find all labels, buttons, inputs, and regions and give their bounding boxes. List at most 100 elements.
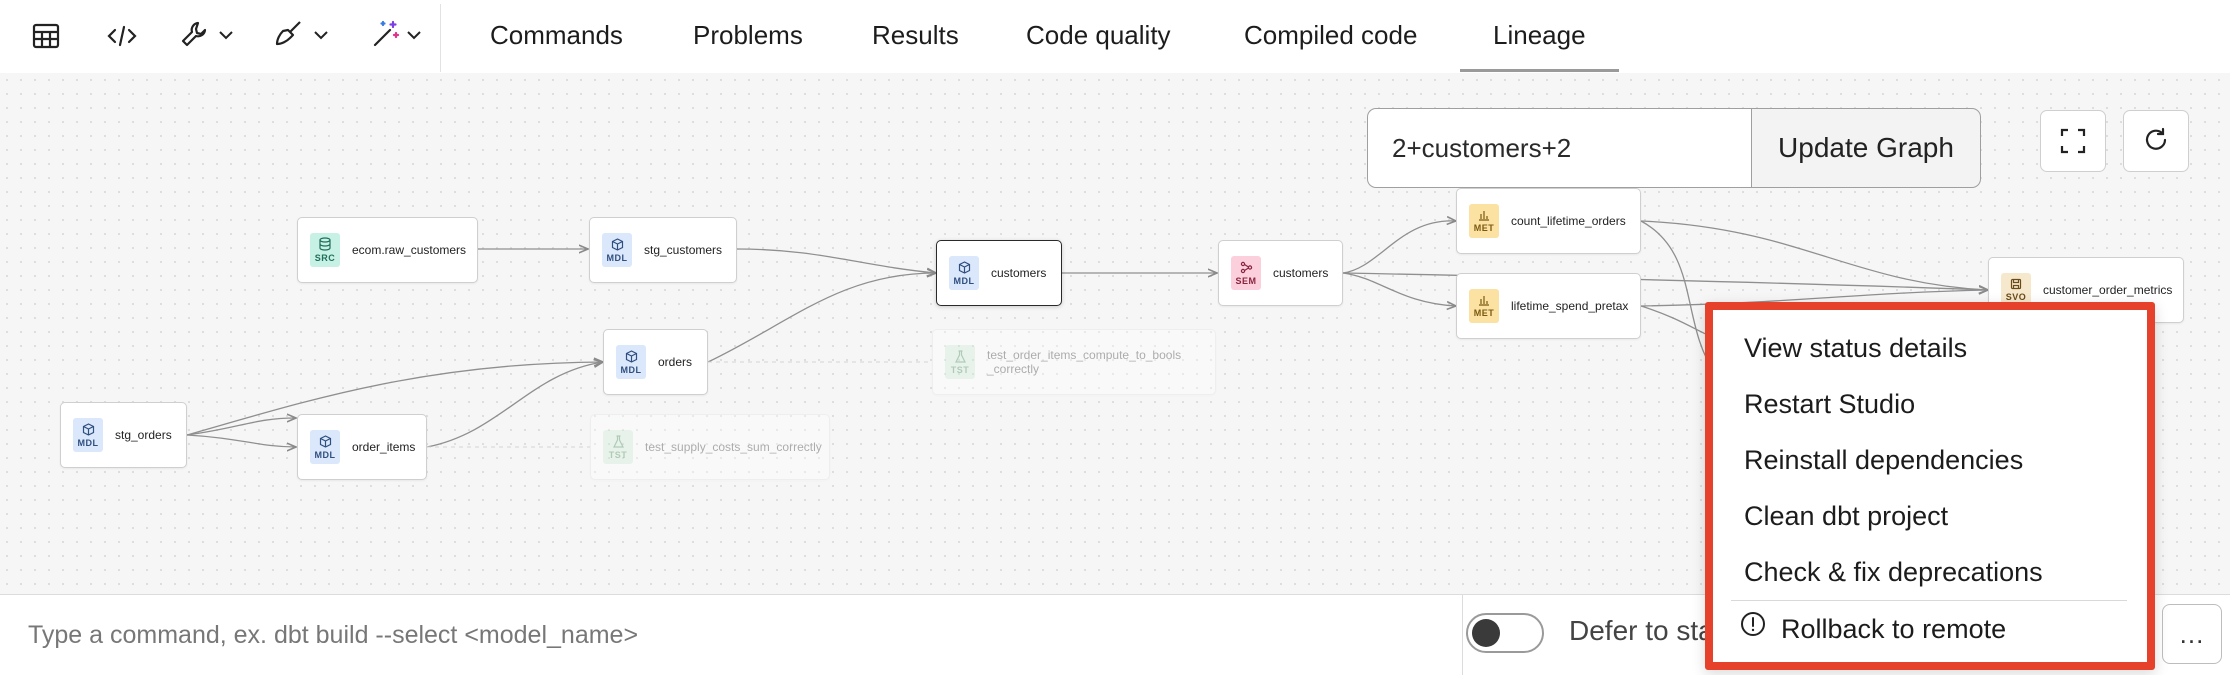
magic-wand-icon: [371, 19, 401, 54]
lineage-node-test[interactable]: TST test_supply_costs_sum_correctly: [590, 414, 830, 480]
node-label: customer_order_metrics: [2043, 283, 2173, 297]
lineage-node[interactable]: MDL orders: [603, 329, 708, 395]
node-label: lifetime_spend_pretax: [1511, 299, 1629, 313]
command-bar-divider: [1462, 595, 1463, 675]
refresh-button[interactable]: [2123, 110, 2189, 172]
flask-icon: [612, 434, 624, 448]
model-badge: MDL: [310, 430, 340, 464]
lineage-node[interactable]: MDL stg_customers: [589, 217, 737, 283]
node-label: test_order_items_compute_to_bools _corre…: [987, 348, 1182, 376]
lineage-node[interactable]: MDL stg_orders: [60, 402, 187, 468]
edge: [736, 248, 936, 273]
code-icon[interactable]: [104, 18, 140, 54]
save-icon: [2010, 278, 2022, 290]
more-options-button[interactable]: ...: [2162, 604, 2222, 664]
edge: [186, 418, 296, 436]
menu-item-reinstall-dependencies[interactable]: Reinstall dependencies: [1744, 445, 2024, 475]
edge: [1640, 220, 1716, 374]
node-label: customers: [1273, 266, 1329, 280]
model-badge: MDL: [616, 345, 646, 379]
metric-badge: MET: [1469, 204, 1499, 238]
edge: [1640, 290, 1988, 307]
menu-divider: [1731, 600, 2127, 601]
magic-wand-dropdown-button[interactable]: [363, 18, 429, 54]
more-icon: ...: [2179, 618, 2205, 649]
lineage-node-selected[interactable]: MDL customers: [936, 240, 1062, 306]
wrench-dropdown-button[interactable]: [173, 18, 239, 54]
edge: [1342, 272, 1988, 290]
chevron-down-icon: [314, 27, 328, 45]
cube-icon: [625, 349, 637, 363]
studio-options-menu: View status details Restart Studio Reins…: [1705, 302, 2155, 670]
lineage-node[interactable]: SEM customers: [1218, 240, 1343, 306]
chevron-down-icon: [219, 27, 233, 45]
alert-circle-icon: [1739, 601, 1767, 657]
tab-problems[interactable]: Problems: [693, 20, 803, 50]
edge: [186, 434, 296, 447]
cube-icon: [319, 434, 331, 448]
edge: [1640, 220, 1988, 290]
lineage-edges: [186, 73, 2230, 594]
tab-commands[interactable]: Commands: [490, 20, 623, 50]
top-toolbar: Commands Problems Results Code quality C…: [0, 0, 2230, 74]
test-badge: TST: [603, 430, 633, 464]
branch-icon: [1240, 261, 1252, 273]
cube-icon: [958, 260, 970, 274]
model-badge: MDL: [73, 418, 103, 452]
edge: [1342, 221, 1456, 274]
defer-label: Defer to sta: [1569, 615, 1714, 646]
lineage-node[interactable]: SRC ecom.raw_customers: [297, 217, 478, 283]
menu-item-clean-dbt-project[interactable]: Clean dbt project: [1744, 501, 1949, 531]
edge: [186, 362, 603, 436]
graph-filter-input[interactable]: [1367, 108, 1751, 188]
node-label: order_items: [352, 440, 416, 454]
broom-dropdown-button[interactable]: [268, 18, 334, 54]
lineage-node[interactable]: MET lifetime_spend_pretax: [1456, 273, 1641, 339]
cube-icon: [611, 237, 623, 251]
node-label: count_lifetime_orders: [1511, 214, 1626, 228]
update-graph-button[interactable]: Update Graph: [1751, 108, 1981, 188]
refresh-icon: [2145, 127, 2167, 150]
toggle-knob: [1472, 619, 1500, 647]
fullscreen-button[interactable]: [2040, 110, 2106, 172]
command-input[interactable]: [0, 595, 1460, 675]
tab-results[interactable]: Results: [872, 20, 959, 50]
model-badge: MDL: [602, 233, 632, 267]
bar-chart-icon: [1479, 211, 1489, 221]
toolbar-divider: [440, 4, 441, 72]
wrench-icon: [179, 19, 209, 54]
node-label: customers: [991, 266, 1047, 280]
saved-query-badge: SVO: [2001, 273, 2031, 307]
node-label: ecom.raw_customers: [352, 243, 467, 257]
source-badge: SRC: [310, 233, 340, 267]
cube-icon: [82, 422, 94, 436]
bar-chart-icon: [1479, 296, 1489, 306]
lineage-node[interactable]: MDL order_items: [297, 414, 427, 480]
node-label: stg_orders: [115, 428, 172, 442]
menu-item-restart-studio[interactable]: Restart Studio: [1744, 389, 1916, 419]
model-badge: MDL: [949, 256, 979, 290]
lineage-node-test[interactable]: TST test_order_items_compute_to_bools _c…: [932, 329, 1216, 395]
flask-icon: [954, 349, 966, 363]
metric-badge: MET: [1469, 289, 1499, 323]
menu-item-view-status-details[interactable]: View status details: [1744, 333, 1968, 363]
menu-item-check-fix-deprecations[interactable]: Check & fix deprecations: [1744, 557, 2043, 587]
tab-code-quality[interactable]: Code quality: [1026, 20, 1171, 50]
tab-lineage[interactable]: Lineage: [1460, 0, 1618, 72]
tab-compiled-code[interactable]: Compiled code: [1244, 20, 1418, 50]
database-icon: [319, 237, 331, 251]
broom-icon: [274, 19, 304, 54]
edge: [426, 362, 603, 448]
node-label: test_supply_costs_sum_correctly: [645, 440, 822, 454]
edge: [707, 273, 936, 363]
table-icon[interactable]: [28, 18, 64, 54]
menu-item-rollback-to-remote[interactable]: Rollback to remote: [1713, 601, 2147, 657]
edge: [1342, 272, 1456, 306]
lineage-node[interactable]: MET count_lifetime_orders: [1456, 188, 1641, 254]
defer-toggle[interactable]: [1466, 613, 1544, 653]
test-badge: TST: [945, 345, 975, 379]
node-label: stg_customers: [644, 243, 723, 257]
node-label: orders: [658, 355, 693, 369]
fullscreen-icon: [2060, 128, 2086, 154]
chevron-down-icon: [407, 27, 421, 45]
